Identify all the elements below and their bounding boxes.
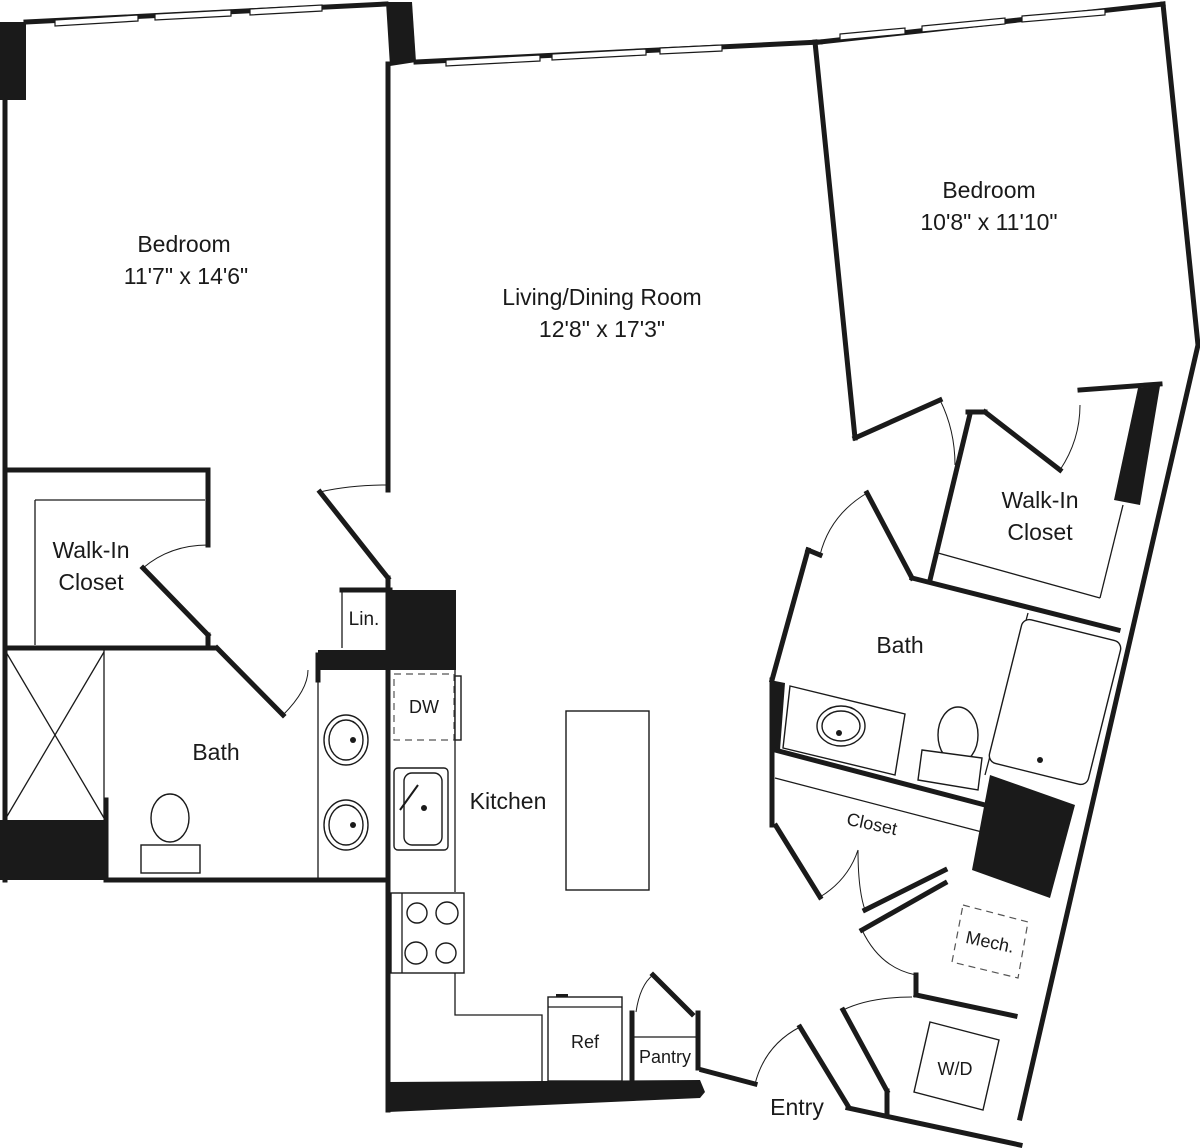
- kitchen-fixtures: [390, 670, 852, 1110]
- walkin-closet-2-label-line1: Walk-In: [1001, 487, 1078, 513]
- bedroom-1-name: Bedroom: [137, 231, 230, 257]
- bath1-fixtures: [140, 714, 369, 874]
- window: [54, 14, 139, 27]
- bath-2-label: Bath: [876, 632, 923, 658]
- kitchen-label: Kitchen: [470, 788, 547, 814]
- kitchen-island: [565, 710, 650, 891]
- linen-label: Lin.: [349, 609, 380, 630]
- refrigerator-label: Ref: [571, 1032, 600, 1052]
- bedroom-1-dimensions: 11'7" x 14'6": [124, 263, 248, 289]
- bath1-toilet: [150, 793, 190, 843]
- window: [921, 17, 1006, 33]
- mech-outline: [951, 904, 1029, 979]
- window: [551, 48, 647, 61]
- window: [249, 4, 323, 16]
- window: [154, 9, 232, 21]
- washer-dryer-label: W/D: [938, 1059, 973, 1079]
- mechanical-label: Mech.: [964, 927, 1016, 957]
- walkin-closet-1-label-line1: Walk-In: [52, 537, 129, 563]
- window: [659, 44, 723, 55]
- bathtub: [988, 618, 1122, 786]
- window: [839, 27, 906, 41]
- room-labels: Bedroom 11'7" x 14'6" Living/Dining Room…: [52, 177, 1078, 1120]
- living-dining-dimensions: 12'8" x 17'3": [539, 316, 665, 342]
- walkin-closet-2-label-line2: Closet: [1007, 519, 1073, 545]
- left-wing-walls: [2, 61, 393, 1113]
- exterior-top-wall: [23, 1, 1166, 67]
- window: [1021, 8, 1106, 23]
- living-dining-name: Living/Dining Room: [502, 284, 701, 310]
- bath-1-label: Bath: [192, 739, 239, 765]
- refrigerator: [547, 996, 623, 1082]
- bedroom-2-dimensions: 10'8" x 11'10": [920, 209, 1057, 235]
- dishwasher-outline: [393, 673, 455, 741]
- washer-dryer: [913, 1021, 1000, 1111]
- dishwasher-label: DW: [409, 697, 439, 717]
- walkin-closet-1-label-line2: Closet: [58, 569, 124, 595]
- right-wing-walls: [768, 1, 1200, 1148]
- window: [445, 54, 541, 67]
- pantry-label: Pantry: [639, 1047, 691, 1067]
- closet-label: Closet: [845, 809, 899, 839]
- bedroom-2-name: Bedroom: [942, 177, 1035, 203]
- entry-label: Entry: [770, 1094, 824, 1120]
